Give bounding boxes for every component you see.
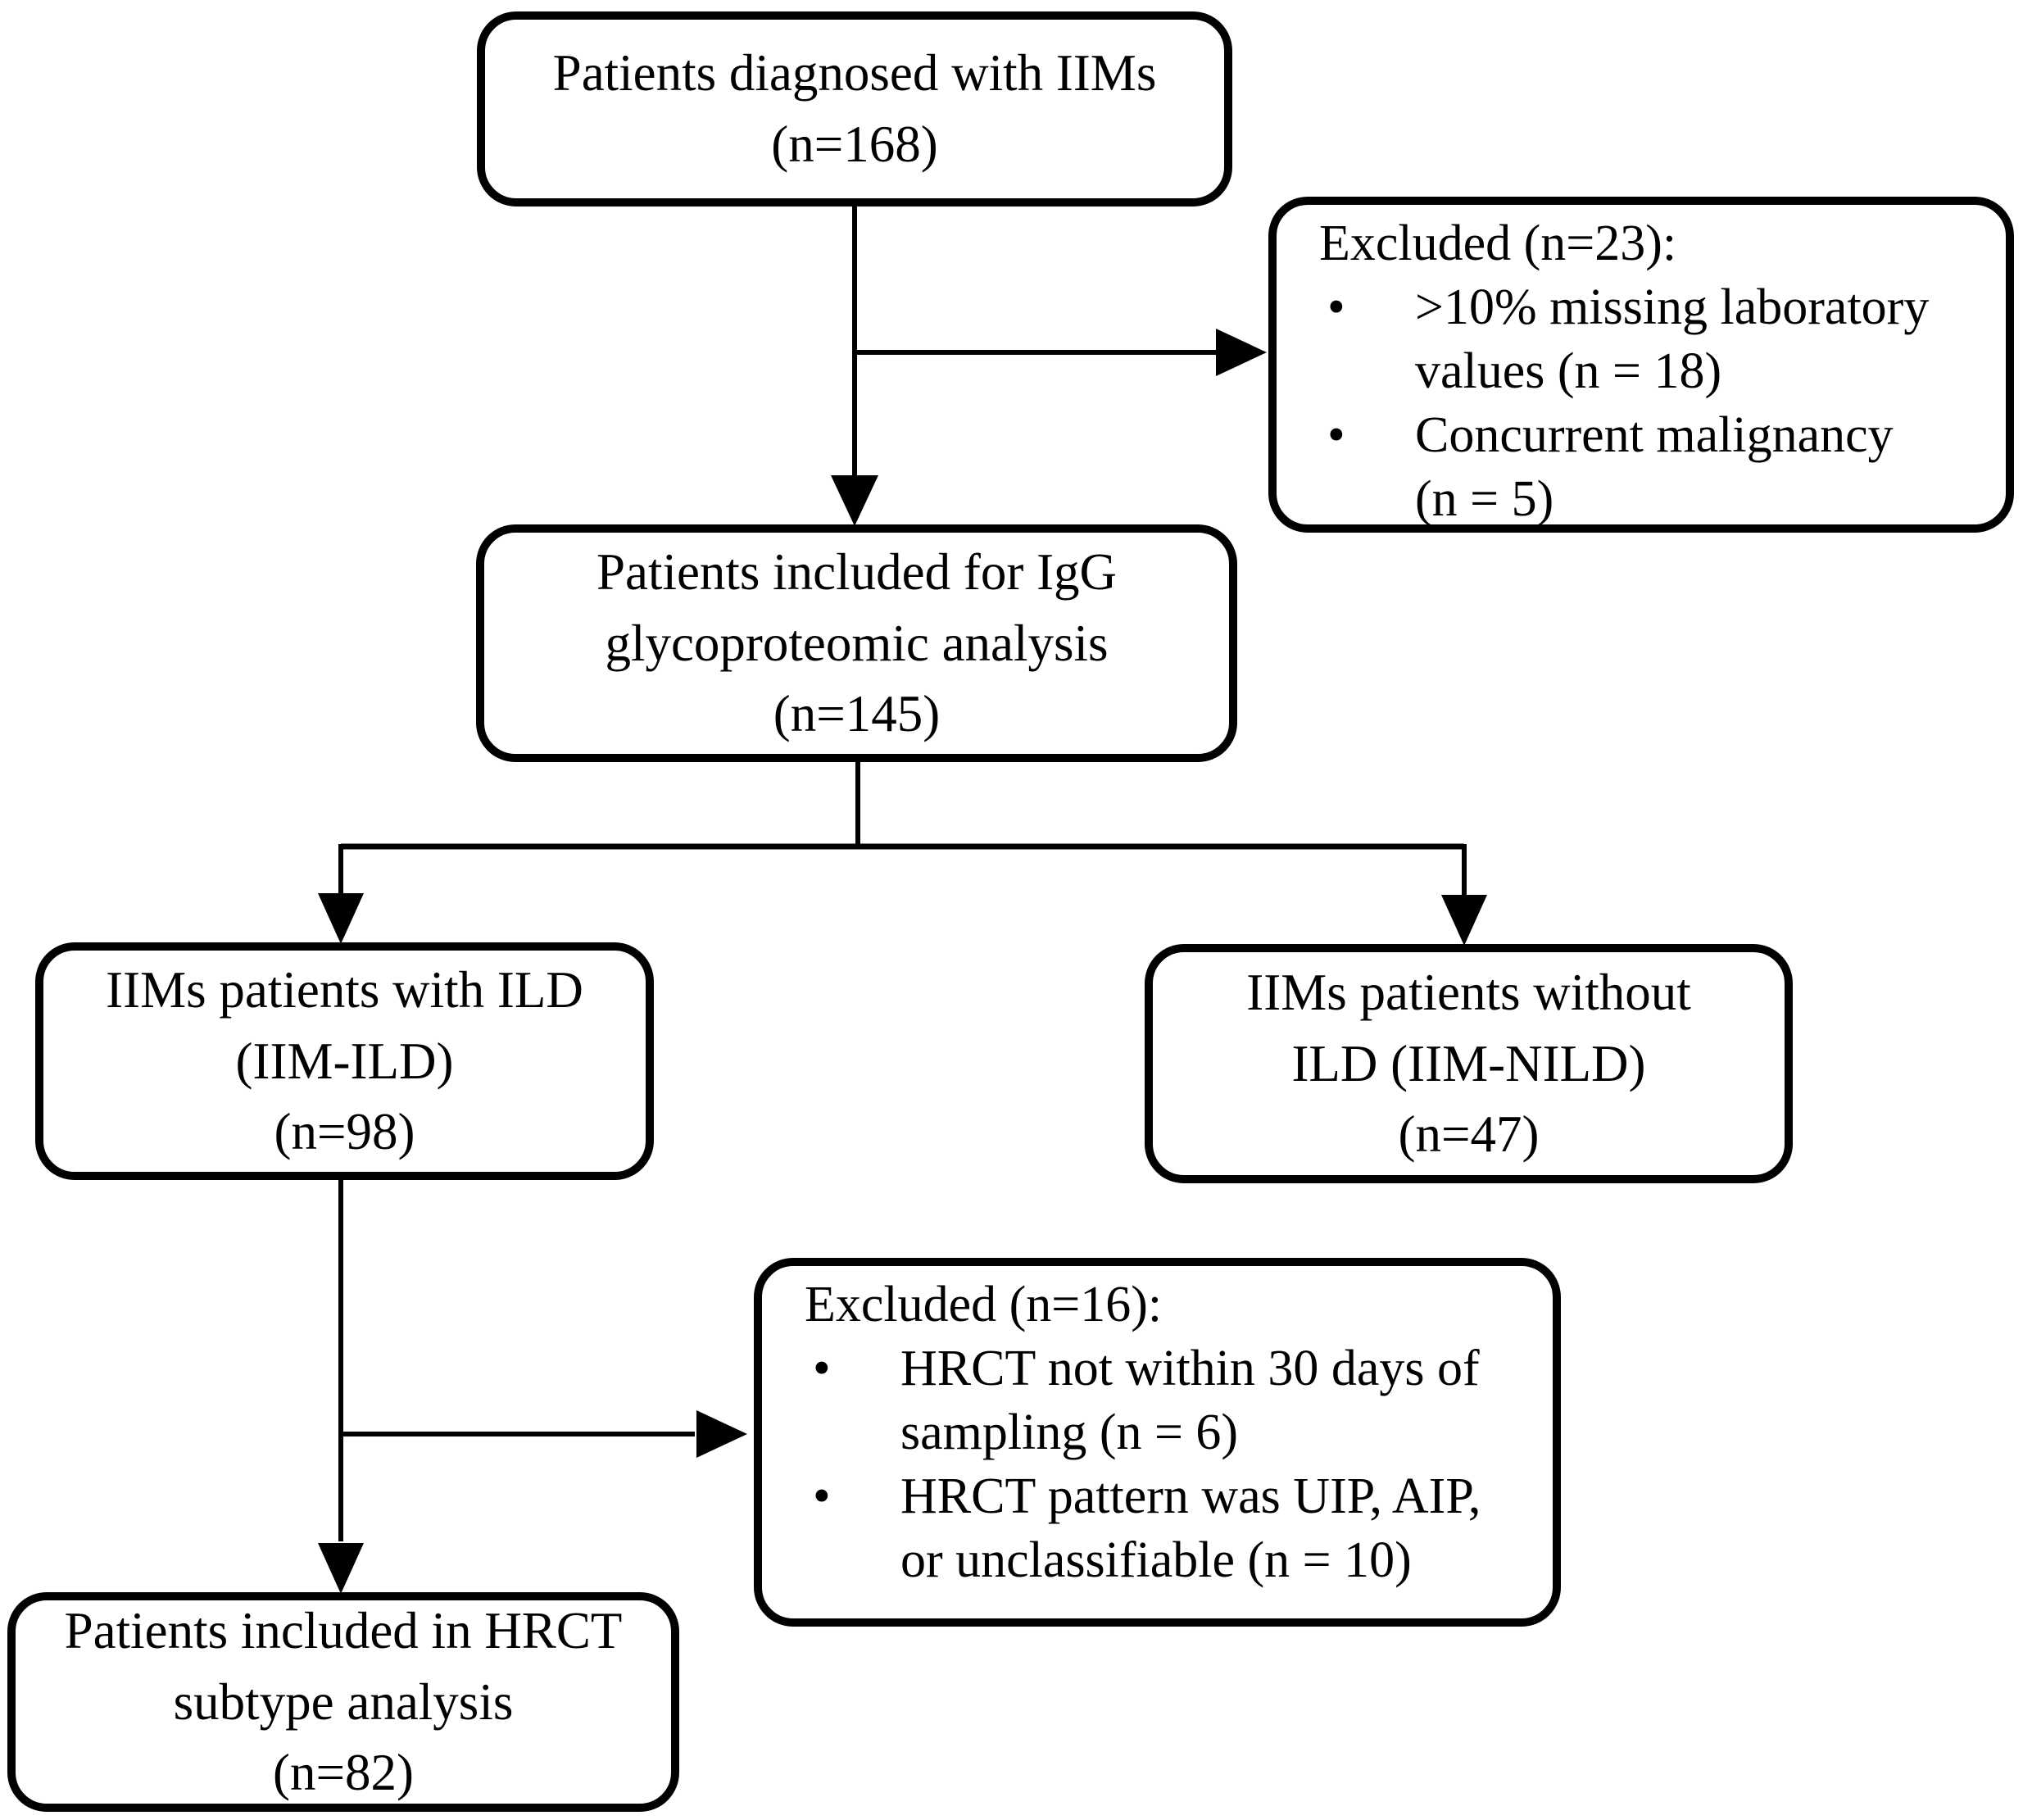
box-included-igg-analysis: Patients included for IgG glycoproteomic… xyxy=(476,524,1237,762)
box-iim-nild-text: IIMs patients without ILD (IIM-NILD) (n=… xyxy=(1246,963,1691,1164)
box-hrct-subtype-analysis: Patients included in HRCT subtype analys… xyxy=(7,1592,679,1812)
box-excluded-hrct: Excluded (n=16): • HRCT not within 30 da… xyxy=(754,1258,1561,1627)
bullet-icon: • xyxy=(813,1468,831,1525)
excluded-lab-bullet-1-text: >10% missing laboratory values (n = 18) xyxy=(1415,279,1930,400)
arrowhead-down-hrct-icon xyxy=(318,1543,364,1594)
box-included-igg-text: Patients included for IgG glycoproteomic… xyxy=(596,542,1118,743)
excluded-lab-bullet-1: • >10% missing laboratory values (n = 18… xyxy=(1319,275,1986,403)
excluded-hrct-bullet-2: • HRCT pattern was UIP, AIP, or unclassi… xyxy=(805,1464,1533,1592)
box-iim-ild-text: IIMs patients with ILD (IIM-ILD) (n=98) xyxy=(106,960,583,1161)
bullet-icon: • xyxy=(813,1341,831,1397)
arrowhead-down-nild-icon xyxy=(1441,895,1487,946)
arrowhead-down-ild-icon xyxy=(318,893,364,944)
excluded-hrct-bullet-1-text: HRCT not within 30 days of sampling (n =… xyxy=(900,1341,1480,1461)
excluded-hrct-bullet-2-text: HRCT pattern was UIP, AIP, or unclassifi… xyxy=(900,1468,1481,1589)
bullet-icon: • xyxy=(1327,279,1345,336)
box-patients-diagnosed: Patients diagnosed with IIMs (n=168) xyxy=(477,11,1232,207)
box-excluded-lab-values: Excluded (n=23): • >10% missing laborato… xyxy=(1268,197,2014,533)
box-patients-diagnosed-text: Patients diagnosed with IIMs (n=168) xyxy=(552,44,1157,173)
arrowhead-right-excluded-hrct-icon xyxy=(696,1410,747,1458)
box-iim-ild: IIMs patients with ILD (IIM-ILD) (n=98) xyxy=(35,942,654,1180)
arrowhead-down-igg-icon xyxy=(831,475,878,526)
excluded-lab-title: Excluded (n=23): xyxy=(1319,216,1677,271)
excluded-lab-bullet-2: • Concurrent malignancy (n = 5) xyxy=(1319,403,1986,531)
box-iim-nild: IIMs patients without ILD (IIM-NILD) (n=… xyxy=(1145,944,1793,1183)
excluded-lab-bullet-2-text: Concurrent malignancy (n = 5) xyxy=(1415,407,1894,528)
excluded-hrct-bullet-1: • HRCT not within 30 days of sampling (n… xyxy=(805,1337,1533,1464)
excluded-hrct-title: Excluded (n=16): xyxy=(805,1277,1163,1332)
bullet-icon: • xyxy=(1327,407,1345,464)
arrowhead-right-excluded-lab-icon xyxy=(1216,329,1267,376)
box-hrct-subtype-text: Patients included in HRCT subtype analys… xyxy=(64,1601,623,1802)
